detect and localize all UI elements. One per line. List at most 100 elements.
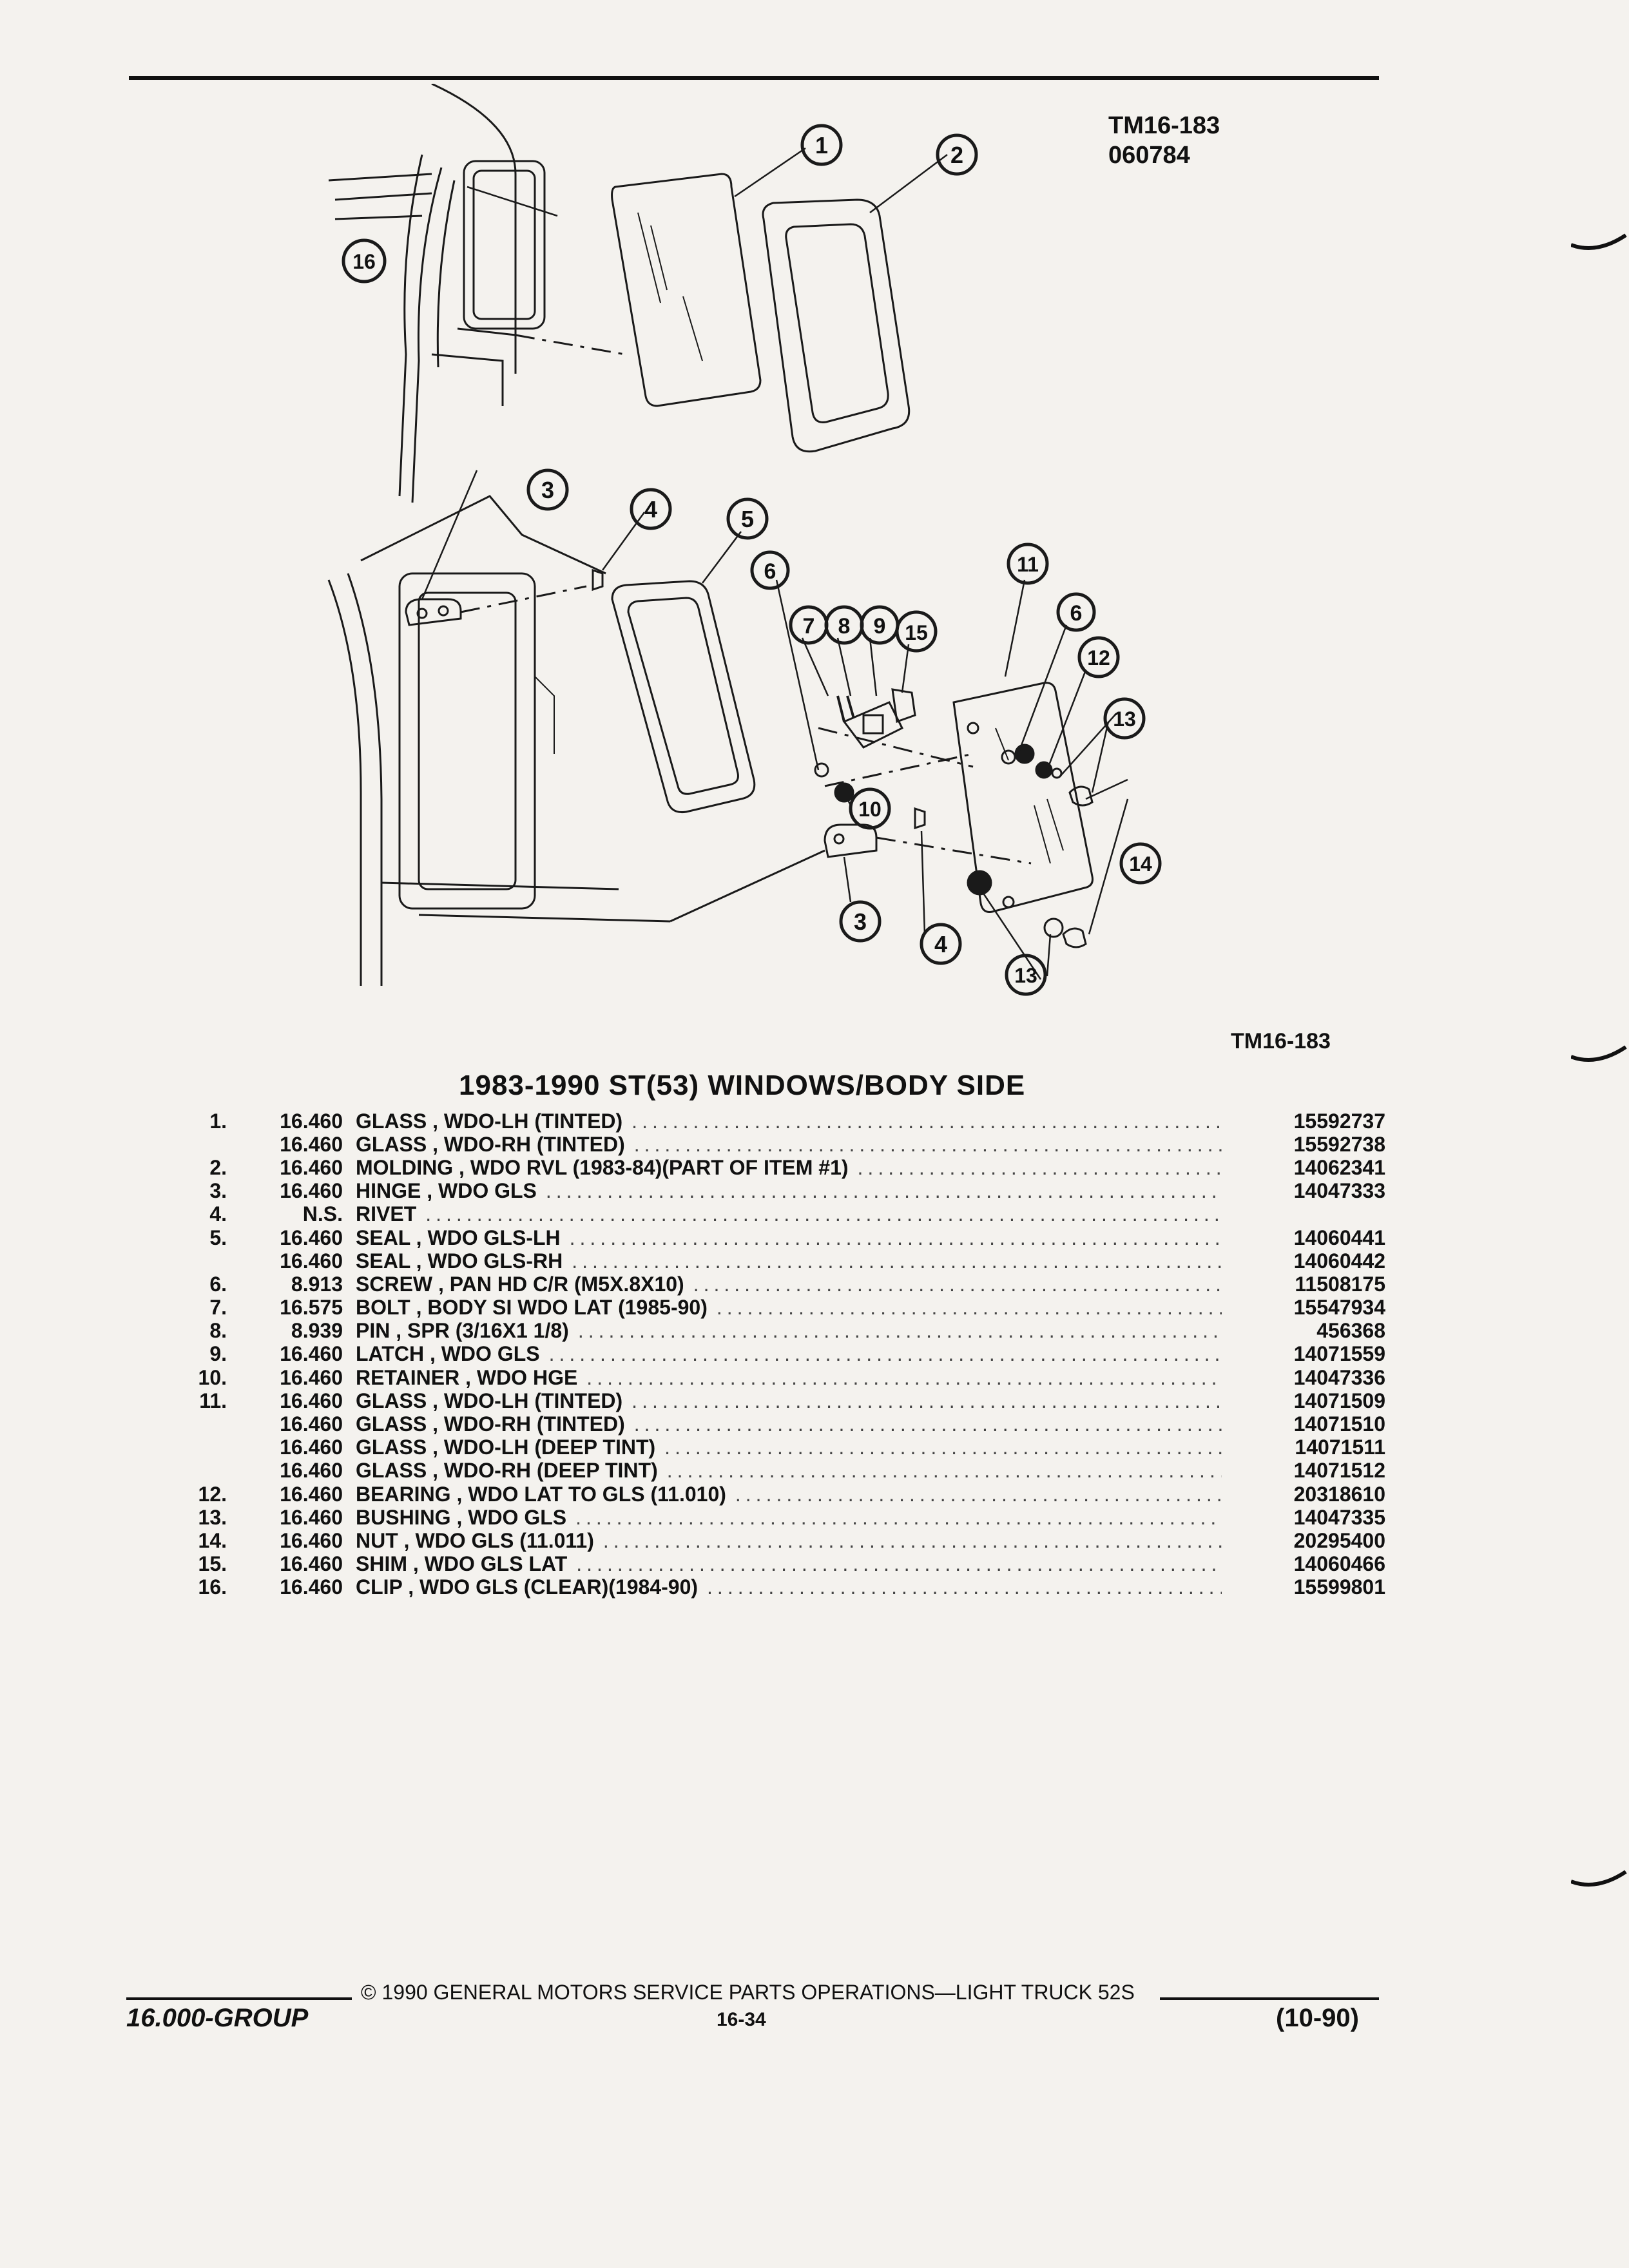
- group-number: 8.913: [291, 1272, 343, 1296]
- item-number: 12.: [198, 1482, 227, 1506]
- part-row: 16.460 GLASS , WDO-RH (TINTED)...........…: [187, 1412, 1385, 1436]
- description: GLASS , WDO-LH (TINTED).................…: [343, 1110, 1231, 1133]
- svg-text:9: 9: [874, 614, 886, 639]
- description: MOLDING , WDO RVL (1983-84)(PART OF ITEM…: [343, 1156, 1231, 1180]
- leader-dots: ........................................…: [545, 1179, 1222, 1203]
- callout-5: 5: [726, 497, 769, 540]
- svg-text:10: 10: [858, 798, 882, 821]
- leader-dots: ........................................…: [633, 1412, 1222, 1436]
- svg-text:11: 11: [1017, 553, 1039, 576]
- leader-dots: ........................................…: [577, 1319, 1222, 1343]
- callout-1: 1: [800, 124, 843, 166]
- group-number: 16.460: [280, 1155, 343, 1179]
- callout-8: 8: [824, 605, 864, 645]
- callout-13-lower: 13: [1005, 954, 1047, 996]
- callout-7: 7: [789, 605, 829, 645]
- callout-10: 10: [849, 787, 891, 830]
- binder-mark-1: [1571, 233, 1627, 250]
- description-text: MOLDING , WDO RVL (1983-84)(PART OF ITEM…: [356, 1155, 849, 1179]
- part-number: 14071511: [1295, 1436, 1385, 1459]
- item-number: 15.: [198, 1552, 227, 1576]
- leader-dots: ........................................…: [631, 1389, 1222, 1412]
- group-number: 16.460: [280, 1365, 343, 1389]
- description: SCREW , PAN HD C/R (M5X.8X10)...........…: [343, 1273, 1231, 1296]
- group-number: 16.460: [280, 1249, 343, 1273]
- description: PIN , SPR (3/16X1 1/8)..................…: [343, 1319, 1231, 1343]
- description-text: CLIP , WDO GLS (CLEAR)(1984-90): [356, 1575, 699, 1599]
- part-number: 456368: [1316, 1319, 1385, 1343]
- group-number: 16.460: [280, 1109, 343, 1133]
- leader-dots: ........................................…: [707, 1575, 1222, 1599]
- tm-code: TM16-183: [1108, 112, 1220, 139]
- callout-6-right: 6: [1056, 592, 1096, 632]
- callout-16: 16: [342, 238, 387, 284]
- diagram-tm-code: TM16-183: [1231, 1029, 1331, 1053]
- description: BUSHING , WDO GLS.......................…: [343, 1506, 1231, 1530]
- part-number: 14071559: [1293, 1342, 1385, 1366]
- leader-dots: ........................................…: [631, 1109, 1222, 1133]
- part-number: 14060441: [1293, 1225, 1385, 1249]
- description: CLIP , WDO GLS (CLEAR)(1984-90).........…: [343, 1575, 1231, 1599]
- description-text: GLASS , WDO-RH (TINTED): [356, 1132, 625, 1156]
- svg-text:6: 6: [764, 559, 776, 584]
- part-number: 14071509: [1293, 1389, 1385, 1412]
- description-text: NUT , WDO GLS (11.011): [356, 1528, 594, 1552]
- callout-4-bottom: 4: [920, 923, 962, 965]
- part-number: 20318610: [1293, 1482, 1385, 1506]
- svg-text:14: 14: [1129, 852, 1152, 876]
- item-number: 11.: [199, 1389, 227, 1412]
- description-text: GLASS , WDO-LH (TINTED): [356, 1389, 623, 1412]
- svg-text:2: 2: [950, 142, 963, 168]
- leader-dots: ........................................…: [716, 1296, 1222, 1320]
- leader-dots: ........................................…: [586, 1365, 1222, 1389]
- item-number: 16.: [198, 1575, 227, 1599]
- section-title: 1983-1990 ST(53) WINDOWS/BODY SIDE: [459, 1070, 1026, 1101]
- svg-text:13: 13: [1014, 964, 1037, 987]
- part-number: 14047336: [1293, 1365, 1385, 1389]
- callout-12: 12: [1077, 636, 1120, 678]
- group-number: 16.460: [280, 1528, 343, 1552]
- exploded-view-diagram: 1 2 3 4 5 6 7 8 9 15 11 6 12 13 10 14 16…: [327, 84, 1162, 996]
- callout-11: 11: [1007, 543, 1049, 585]
- group-number: 16.575: [280, 1296, 343, 1320]
- leader-dots: ........................................…: [425, 1202, 1222, 1226]
- group-number: 16.460: [280, 1342, 343, 1366]
- description-text: GLASS , WDO-RH (DEEP TINT): [356, 1459, 658, 1483]
- lower-body-panel: [327, 495, 671, 986]
- leader-dots: ........................................…: [548, 1342, 1222, 1366]
- item-number: 4.: [209, 1202, 227, 1226]
- item-number: 2.: [209, 1155, 227, 1179]
- part-row: 2. 16.460 MOLDING , WDO RVL (1983-84)(PART…: [187, 1156, 1385, 1179]
- part-number: 14071512: [1293, 1459, 1385, 1483]
- hardware: [405, 568, 1032, 923]
- callout-3-bottom: 3: [839, 900, 882, 943]
- description: HINGE , WDO GLS.........................…: [343, 1179, 1231, 1203]
- group-number: 16.460: [280, 1436, 343, 1459]
- item-number: 7.: [209, 1296, 227, 1320]
- edition-code: (10-90): [1276, 2004, 1359, 2032]
- leader-dots: ........................................…: [664, 1436, 1222, 1459]
- description-text: GLASS , WDO-LH (DEEP TINT): [356, 1436, 656, 1459]
- callout-14: 14: [1119, 842, 1162, 885]
- group-number: 16.460: [280, 1505, 343, 1529]
- description-text: GLASS , WDO-RH (TINTED): [356, 1412, 625, 1436]
- leader-dots: ........................................…: [572, 1249, 1222, 1273]
- description-text: LATCH , WDO GLS: [356, 1342, 540, 1366]
- description-text: SEAL , WDO GLS-LH: [356, 1225, 561, 1249]
- description-text: SHIM , WDO GLS LAT: [356, 1552, 568, 1576]
- description: GLASS , WDO-LH (DEEP TINT)..............…: [343, 1436, 1231, 1459]
- group-number: 16.460: [280, 1179, 343, 1203]
- copyright-line: © 1990 GENERAL MOTORS SERVICE PARTS OPER…: [361, 1981, 1135, 2004]
- part-2-molding: [762, 198, 911, 453]
- group-number: 16.460: [280, 1225, 343, 1249]
- group-number: 16.460: [280, 1412, 343, 1436]
